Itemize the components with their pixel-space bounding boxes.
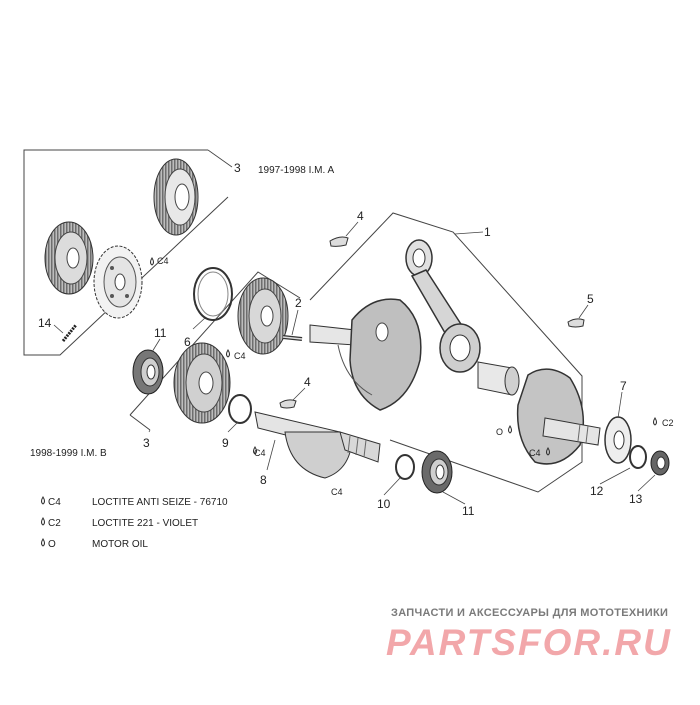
washer-part-10 <box>395 454 415 480</box>
gear-version-a-rear <box>93 245 143 319</box>
legend-text-o: MOTOR OIL <box>92 539 148 550</box>
callout-3-version-a: 3 <box>234 161 241 175</box>
callout-5: 5 <box>587 292 594 306</box>
legend-text-c2: LOCTITE 221 - VIOLET <box>92 518 199 529</box>
bearing-right-part-11 <box>421 450 453 494</box>
callout-4-lower: 4 <box>304 375 311 389</box>
gear-version-b-lower <box>173 342 231 424</box>
pin-part-2 <box>282 335 303 341</box>
pin-part-14 <box>61 324 78 342</box>
callout-6: 6 <box>184 335 191 349</box>
legend-code-c2: C2 <box>48 518 61 529</box>
crank-web-left <box>309 298 422 411</box>
legend-text-c4: LOCTITE ANTI SEIZE - 76710 <box>92 497 228 508</box>
key-part-4-lower <box>279 399 297 409</box>
watermark-logo: PARTSFOR.RU <box>386 622 672 663</box>
legend-code-c4: C4 <box>48 497 61 508</box>
drop-tag-c4-crank: C4 <box>529 448 541 458</box>
ring-part-6 <box>193 267 233 321</box>
callout-8: 8 <box>260 473 267 487</box>
drop-tag-c4-gear-a: C4 <box>157 256 169 266</box>
gear-version-b-upper <box>237 277 289 355</box>
callout-1: 1 <box>484 225 491 239</box>
callout-numbers: 1 2 3 3 4 4 5 6 7 8 9 10 11 11 12 13 14 <box>38 161 643 518</box>
connecting-rod <box>405 239 481 373</box>
drop-markers <box>41 257 657 547</box>
leader-lines <box>53 149 656 505</box>
callout-11-right: 11 <box>462 504 475 518</box>
callout-10: 10 <box>377 497 391 511</box>
crankpin-bushing <box>477 361 520 396</box>
seal-part-13 <box>650 450 670 476</box>
gear-version-a-front <box>44 221 94 295</box>
callout-2: 2 <box>295 296 302 310</box>
drop-tag-c4-gear-b: C4 <box>234 351 246 361</box>
callout-12: 12 <box>590 484 604 498</box>
legend-row-c2: C2 LOCTITE 221 - VIOLET <box>38 518 198 529</box>
legend-code-o: O <box>48 539 56 550</box>
callout-13: 13 <box>629 492 643 506</box>
washer-part-12 <box>629 445 647 469</box>
shaft-part-8 <box>254 411 381 479</box>
washer-part-9 <box>228 394 252 424</box>
group-frame-version-b <box>129 271 301 431</box>
group-frame-crankshaft <box>309 212 583 493</box>
drop-tag-c2-seal: C2 <box>662 418 674 428</box>
key-part-4-upper <box>329 236 349 247</box>
callout-4-upper: 4 <box>357 209 364 223</box>
version-label-a: 1997-1998 I.M. A <box>258 165 334 176</box>
callout-9: 9 <box>222 436 229 450</box>
bearing-left-part-11 <box>132 349 164 395</box>
flywheel-gear-large <box>153 158 199 236</box>
drop-tag-c4-shaft: C4 <box>254 448 266 458</box>
crank-web-right <box>516 368 601 465</box>
key-part-5 <box>567 318 585 328</box>
callout-11-left: 11 <box>154 326 167 340</box>
legend-row-o: O MOTOR OIL <box>38 539 148 550</box>
callout-14: 14 <box>38 316 52 330</box>
washer-part-7 <box>604 416 632 464</box>
legend-row-c4: C4 LOCTITE ANTI SEIZE - 76710 <box>38 497 228 508</box>
callout-3-version-b: 3 <box>143 436 150 450</box>
watermark-subtitle: ЗАПЧАСТИ И АКСЕССУАРЫ ДЛЯ МОТОТЕХНИКИ <box>391 607 669 619</box>
drop-tag-c4-shaft-end: C4 <box>331 487 343 497</box>
drop-tag-o-crank: O <box>496 427 503 437</box>
version-label-b: 1998-1999 I.M. B <box>30 448 107 459</box>
callout-7: 7 <box>620 379 627 393</box>
